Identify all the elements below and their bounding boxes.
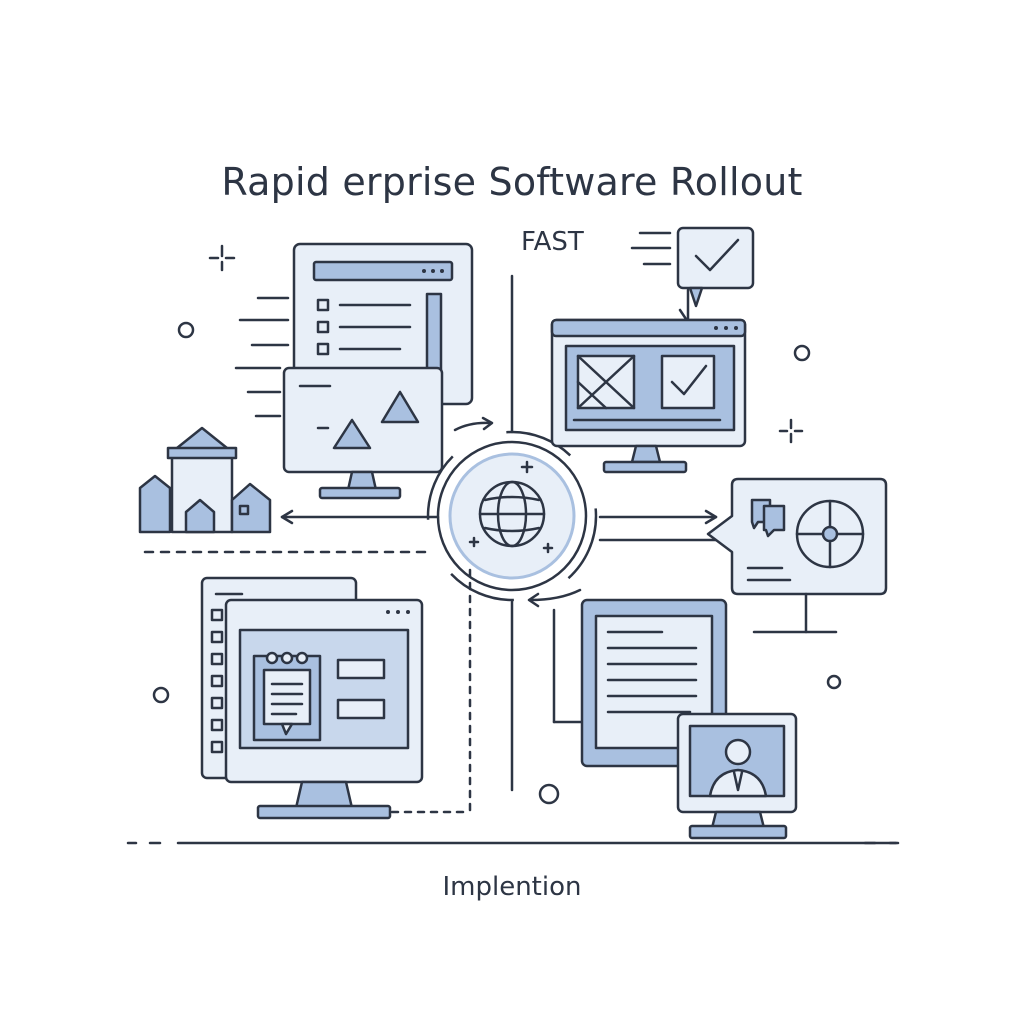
monitor-checkbox-window [550, 318, 747, 474]
monitor-notepad-window [200, 576, 424, 820]
target-icon [795, 499, 865, 569]
image-placeholder-icon [576, 354, 636, 410]
monitor-list-window [234, 242, 474, 500]
speed-lines [234, 296, 290, 418]
caption-label: Implention [442, 872, 582, 902]
connector-arrows [280, 416, 718, 608]
check-bubble [630, 226, 755, 324]
globe-icon [478, 480, 546, 548]
diagram-title: Rapid erprise Software Rollout [221, 160, 803, 204]
fast-label: FAST [521, 227, 584, 257]
monitor-document-window [552, 598, 798, 840]
chat-bubble-icon [750, 498, 786, 538]
house-icon [138, 426, 272, 534]
decorations [152, 244, 842, 805]
notepad-icon [252, 651, 322, 742]
checkbox-check-icon [670, 364, 708, 396]
checkmark-icon [694, 238, 740, 272]
person-icon [708, 738, 768, 798]
sparkle-icon [468, 460, 554, 554]
central-hub [426, 430, 598, 602]
axis-lines [126, 274, 900, 845]
callout-panel [706, 477, 888, 634]
